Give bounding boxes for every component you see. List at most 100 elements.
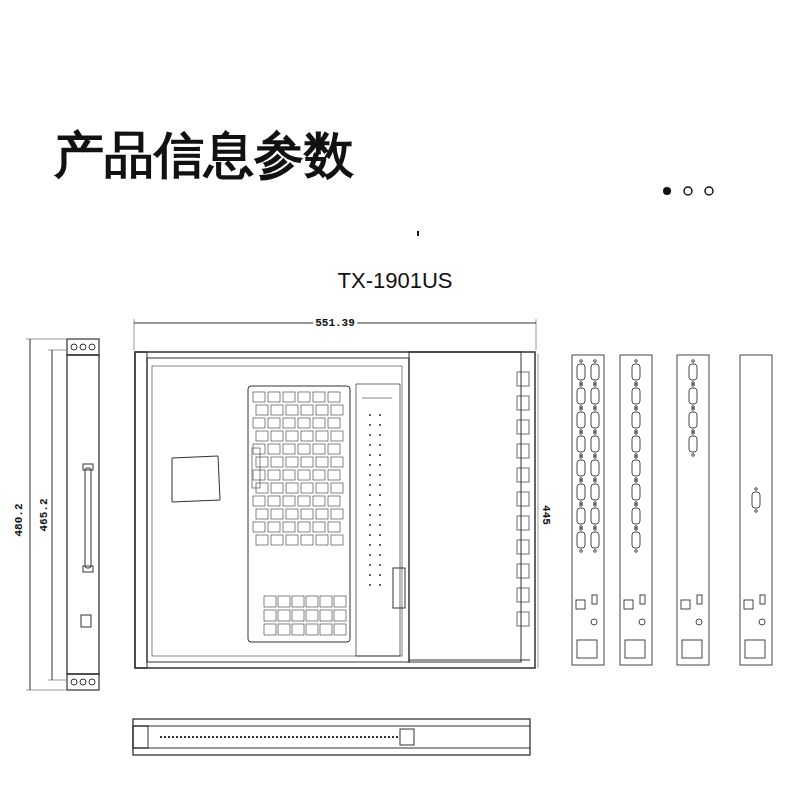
key [328,496,340,506]
led [369,504,371,506]
key [328,418,340,428]
key [283,418,295,428]
db-connector [632,460,640,476]
key [283,444,295,454]
led [379,444,381,446]
key [286,535,298,545]
db-connector [591,532,599,548]
power [639,619,645,625]
key [328,522,340,532]
port [592,595,597,604]
port [744,600,753,609]
port [681,600,690,609]
led [369,584,371,586]
power [759,619,765,625]
screw [594,456,597,459]
screw [580,528,583,531]
key [328,470,340,480]
key [271,509,283,519]
led [379,464,381,466]
screw [594,408,597,411]
key [286,405,298,415]
screw [580,384,583,387]
key [331,405,343,415]
rear-panel [572,355,604,665]
key [278,596,290,607]
db-connector [632,532,640,548]
key [286,509,298,519]
db-connector [577,532,585,548]
key [256,457,268,467]
key [278,624,290,635]
screw [594,504,597,507]
screw [692,454,695,457]
key [253,392,265,402]
key [301,535,313,545]
key [253,496,265,506]
port [517,492,529,506]
screw [692,432,695,435]
key [271,483,283,493]
key [313,418,325,428]
db-connector [577,436,585,452]
page-title: 产品信息参数 [54,128,354,183]
power-socket [577,640,597,658]
screw [755,488,758,491]
port [640,595,645,604]
key [264,624,276,635]
key [292,624,304,635]
screw [580,360,583,363]
key [256,535,268,545]
led [379,484,381,486]
db-connector [591,388,599,404]
key [283,522,295,532]
db-connector [577,364,585,380]
key [301,405,313,415]
screw [594,550,597,553]
led [379,514,381,516]
db-connector [632,412,640,428]
led [379,544,381,546]
port [517,468,529,482]
key [278,610,290,621]
led [379,554,381,556]
key [313,496,325,506]
key [306,624,318,635]
screw [755,510,758,513]
led [379,584,381,586]
key [271,431,283,441]
led [369,564,371,566]
key [264,596,276,607]
db-connector [591,364,599,380]
led [369,464,371,466]
screw [594,432,597,435]
screw [580,550,583,553]
key [268,522,280,532]
db-connector [632,484,640,500]
screw [594,528,597,531]
db-connector [577,388,585,404]
key [301,457,313,467]
power [591,619,597,625]
key [271,535,283,545]
key [331,483,343,493]
side-view [26,339,99,690]
led [369,454,371,456]
key [331,431,343,441]
db-connector [591,484,599,500]
key [298,444,310,454]
key [320,624,332,635]
key [313,522,325,532]
dimension: 445 [540,503,552,527]
key [334,596,346,607]
key [301,431,313,441]
key [271,457,283,467]
screw [580,504,583,507]
key [252,448,260,488]
key [292,596,304,607]
port [517,420,529,434]
dimension: 551.39 [313,317,357,329]
key [331,509,343,519]
key [286,431,298,441]
key [286,483,298,493]
